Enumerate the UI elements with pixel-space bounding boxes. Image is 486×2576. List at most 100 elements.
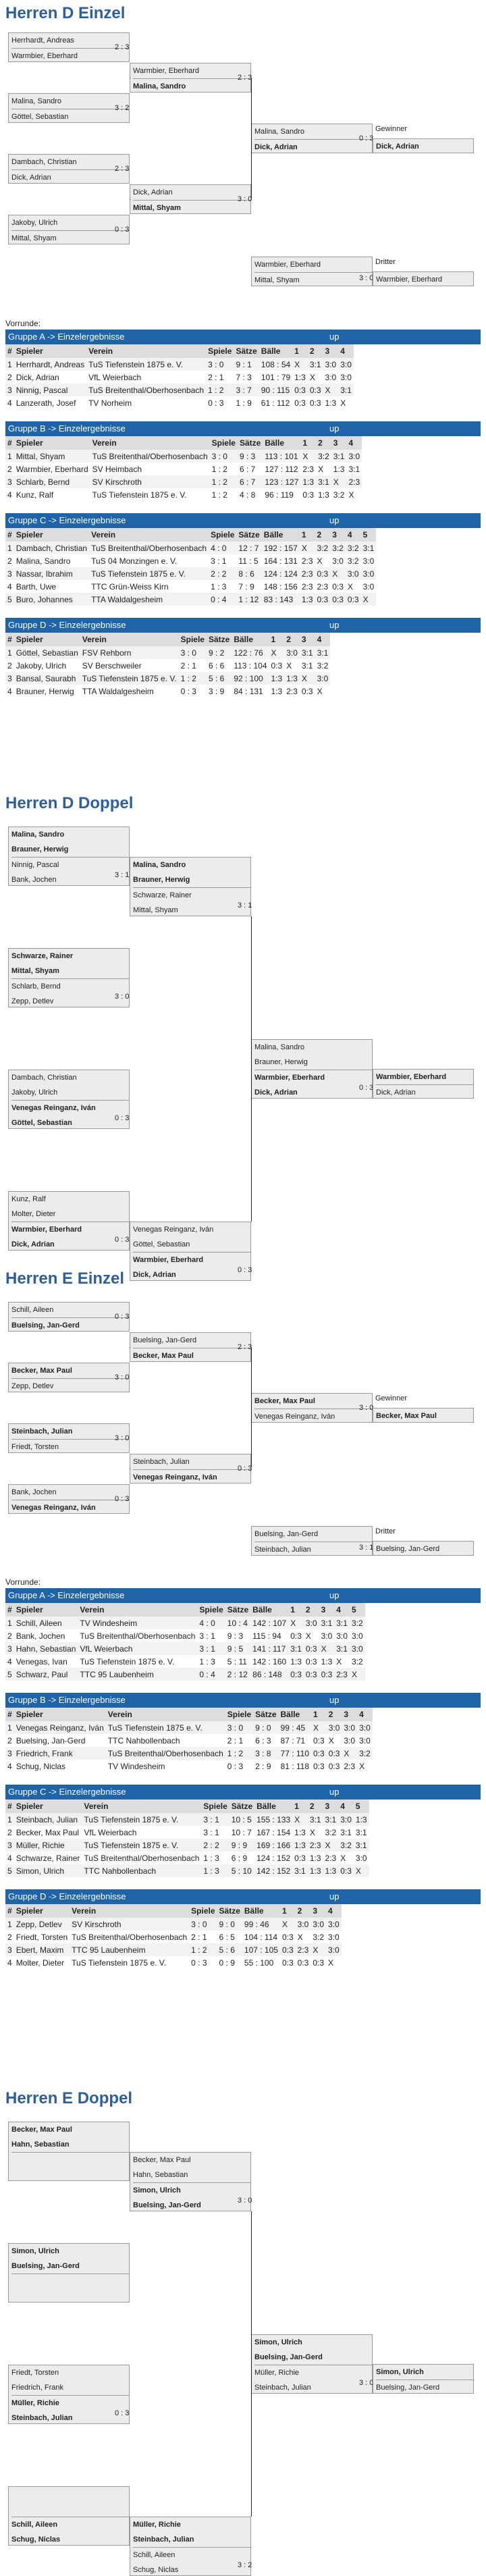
table-cell: Müller, Richie [14,1839,82,1851]
column-header: 4 [357,1708,373,1721]
player-name: Schill, Aileen [133,2547,250,2562]
column-header: Sätze [217,1904,242,1918]
table-cell: Lanzerath, Josef [16,398,76,408]
table-cell: 5 [5,1864,14,1877]
table-cell: TV Norheim [88,398,132,408]
up-link[interactable]: up [329,1590,340,1600]
table-cell: 0 : 3 [191,1957,207,1968]
player-name: Steinbach, Julian [254,1542,372,1555]
table-cell: X [323,384,339,396]
table-cell: X [317,686,323,696]
column-header: 2 [307,1799,323,1813]
table-cell: 3:1 [316,475,331,488]
table-cell: 3:0 [336,1631,348,1641]
table-cell: TuS Tiefenstein 1875 e. V. [86,358,207,371]
player-name: Becker, Max Paul [133,1348,250,1361]
table-cell: X [359,1761,365,1771]
table-cell: 3:0 [351,1631,363,1641]
player-name: Warmbier, Eberhard [11,48,129,61]
dritter-label: Dritter [375,1527,396,1535]
table-cell: 3 [5,384,14,396]
player-name: Venegas Reinganz, Iván [11,1500,129,1513]
table-cell: Bansal, Saurabh [14,672,80,685]
table-cell: 3:0 [284,646,300,659]
up-link[interactable]: up [329,1695,340,1705]
player-name: Mittal, Shyam [254,272,372,286]
table-cell: Hahn, Sebastian [14,1642,78,1655]
match-score: 3 : 1 [115,871,130,879]
table-cell: 3:0 [323,358,339,371]
column-header: 1 [288,1603,304,1616]
up-link[interactable]: up [329,332,340,342]
table-cell: TuS Breitenthal/Oberhosenbach [105,1747,225,1760]
player-name: Mittal, Shyam [11,967,59,975]
table-cell: TuS Tiefenstein 1875 e. V. [92,490,187,500]
table-cell: 9 : 1 [234,358,259,371]
column-header: Spiele [201,1799,230,1813]
table-cell: 2 [7,1735,12,1745]
player-name: Friedrich, Frank [11,2384,64,2392]
column-header: Sätze [229,1799,255,1813]
column-header: Bälle [261,528,300,542]
up-link[interactable]: up [329,620,340,630]
table-cell: 2:3 [286,686,298,696]
table-cell: 1 [5,646,14,659]
section-title-herren-d-doppel: Herren D Doppel [5,794,134,812]
table-cell: 2 : 1 [208,372,224,382]
player-name: Schwarze, Rainer [11,952,74,960]
bracket-line [251,1347,252,1467]
up-link[interactable]: up [329,1891,340,1901]
table-cell: 3:1 [307,358,323,371]
table-cell: TuS Tiefenstein 1875 e. V. [82,1839,202,1851]
table-cell: 5 : 6 [206,672,232,685]
table-cell: 3 : 0 [209,450,238,463]
column-header: Verein [82,1799,202,1813]
table-cell: 4 [7,581,12,592]
column-header: 1 [292,1799,308,1813]
player-name: Becker, Max Paul [11,2126,72,2134]
column-header: Spieler [14,1799,82,1813]
table-cell: Schwarze, Rainer [16,1853,80,1863]
player-name: Göttel, Sebastian [133,1240,190,1248]
table-cell: 3:1 [323,1813,339,1826]
column-header: Verein [86,344,207,358]
player-name: Friedt, Torsten [11,2369,59,2377]
up-link[interactable]: up [329,1787,340,1797]
table-cell: 142 : 160 [252,1656,287,1666]
table-cell: 0:3 [315,593,331,606]
column-header: 3 [323,344,339,358]
player-name: Brauner, Herwig [11,845,69,853]
player-name: Hahn, Sebastian [133,2171,188,2179]
column-header: 1 [299,528,315,542]
column-header: Bälle [259,344,293,358]
table-cell: 3:0 [325,372,337,382]
player-name: Buelsing, Jan-Gerd [254,1530,319,1538]
table-cell: 1:3 [321,1656,333,1666]
up-link[interactable]: up [329,423,340,433]
table-cell: 0:3 [281,1932,294,1942]
table-cell: 84 : 131 [234,686,263,696]
table-cell: 1:3 [294,372,306,382]
table-cell: 3:2 [317,660,329,671]
table-cell: 3:0 [295,1918,311,1930]
up-link[interactable]: up [329,515,340,525]
bracket-line [251,2211,252,2517]
table-cell: 3 : 1 [197,1642,225,1655]
table-cell: 2 : 1 [227,1735,244,1745]
column-header: Sätze [234,344,259,358]
table-cell: 4 [7,1656,12,1666]
